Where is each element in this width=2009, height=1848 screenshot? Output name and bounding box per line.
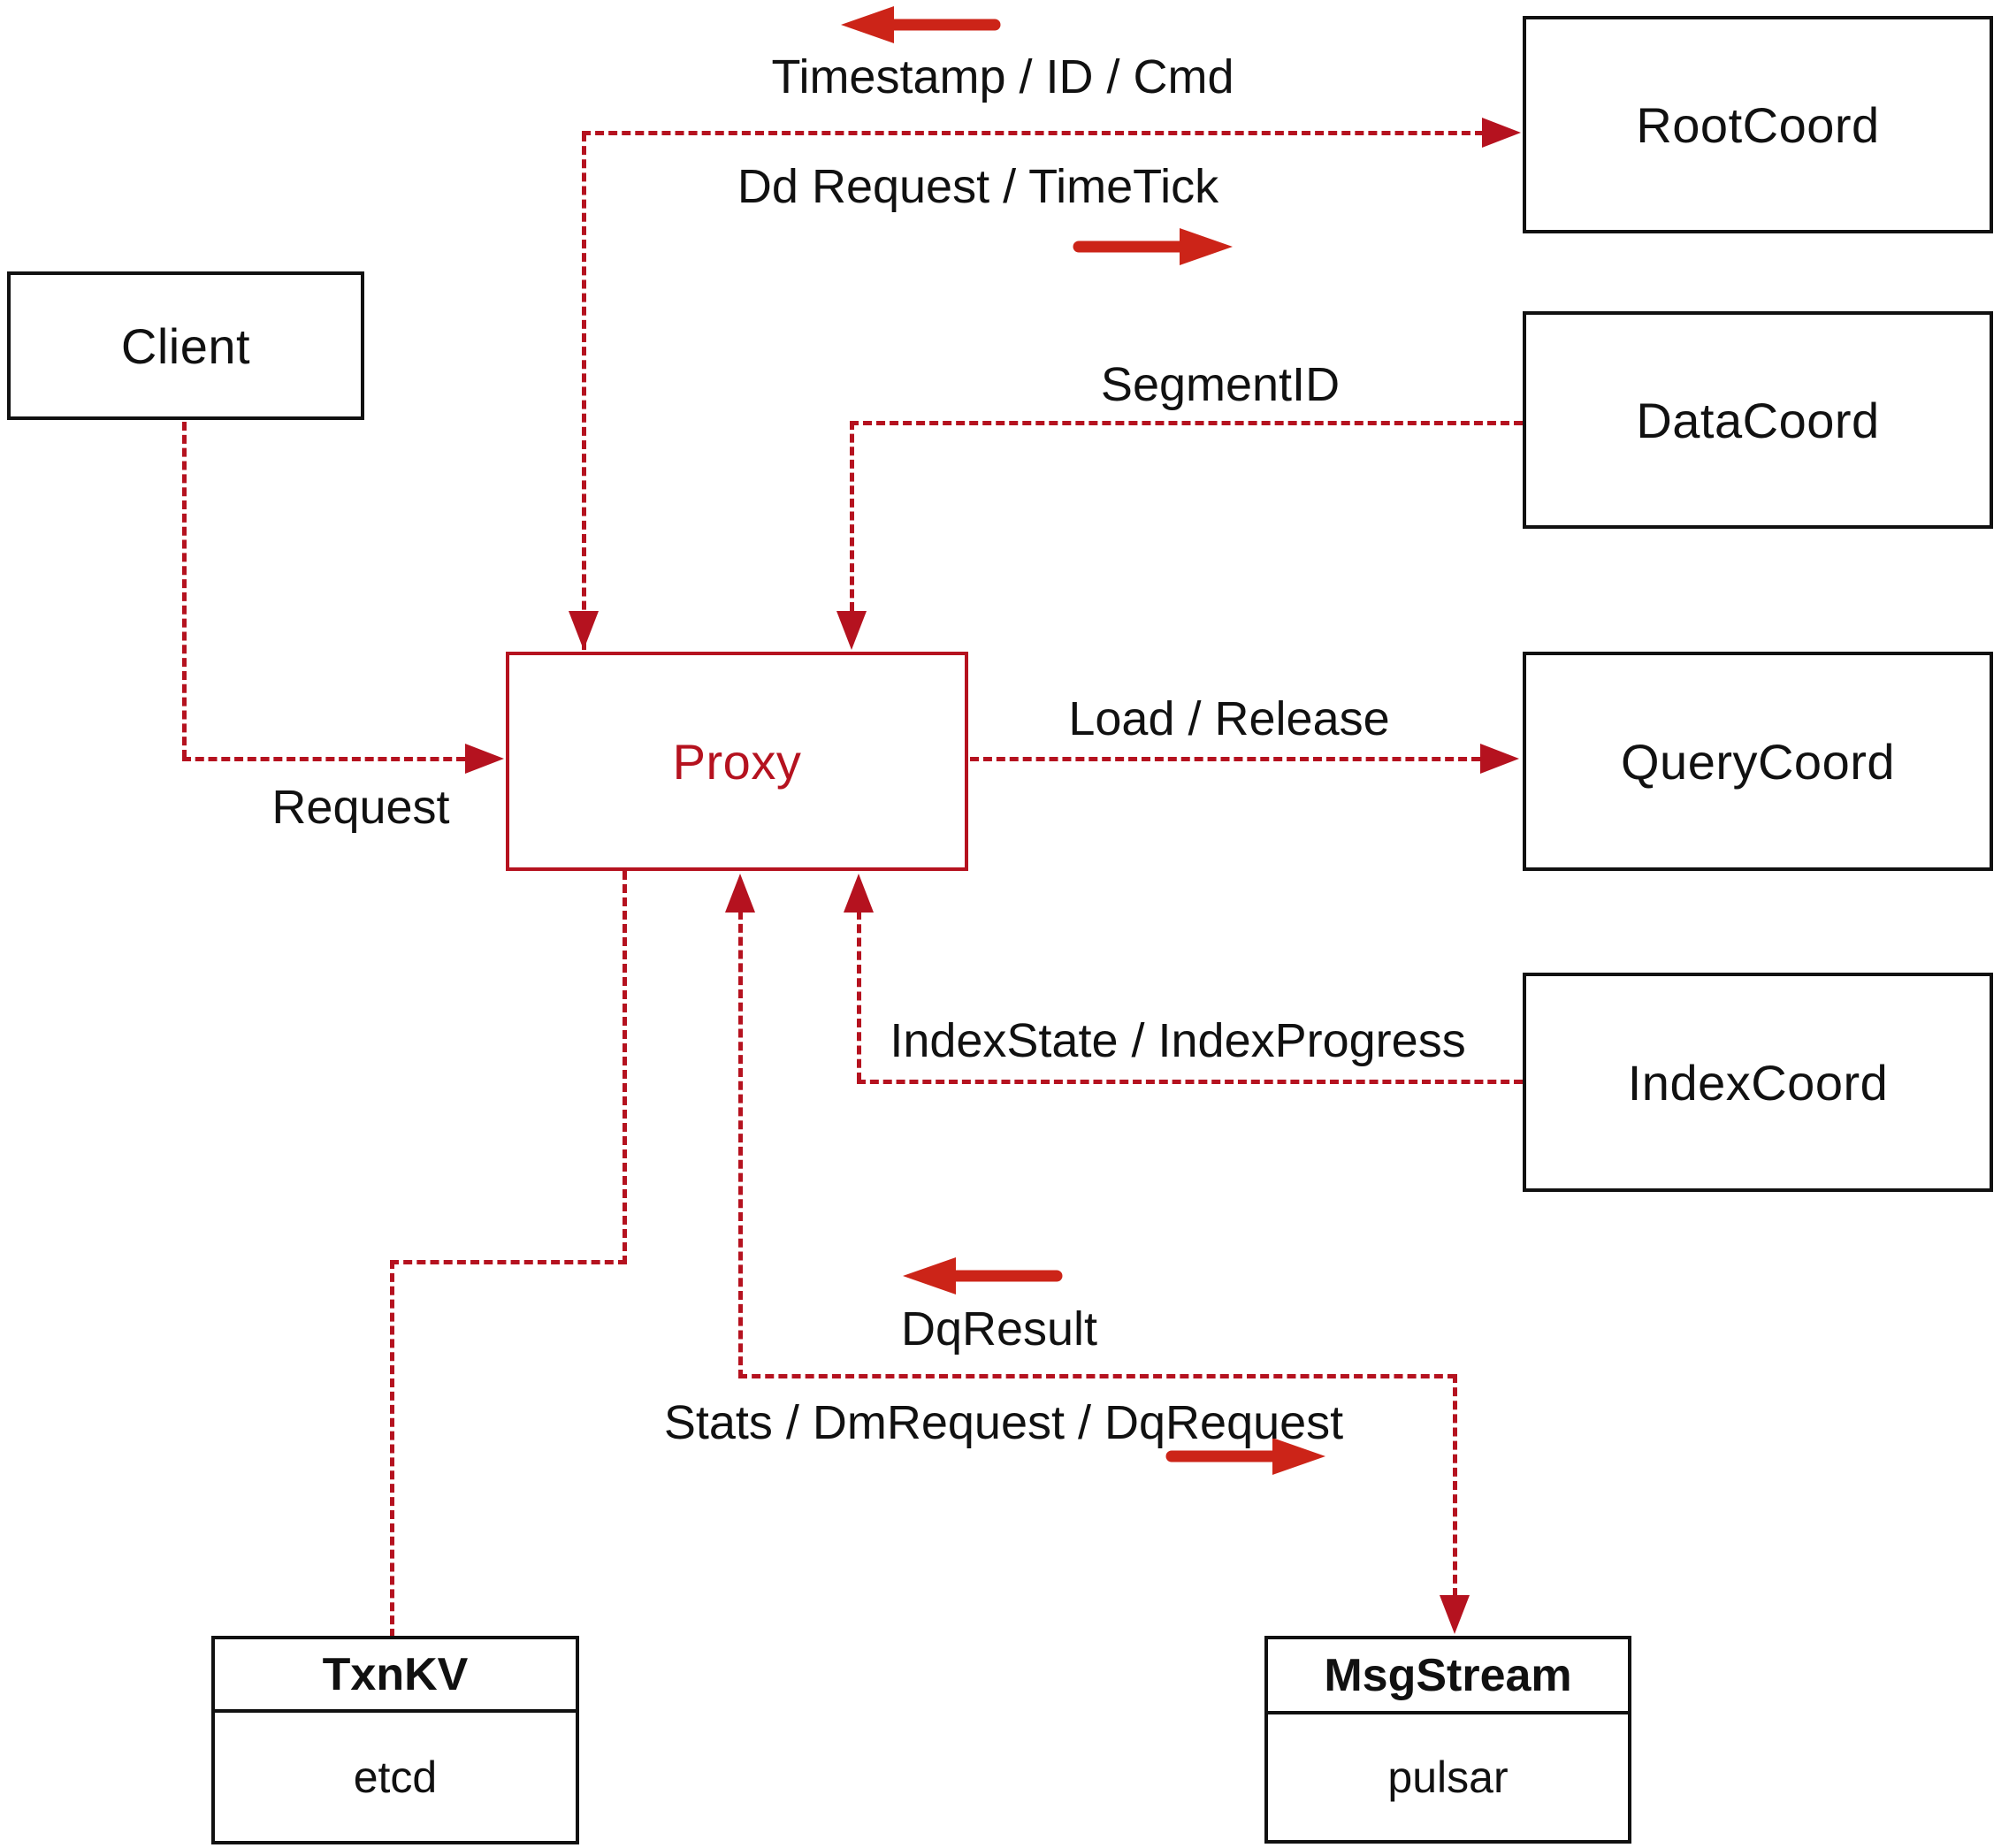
edge-proxy-msgstream-vertical-1 <box>738 911 743 1378</box>
edge-proxy-querycoord <box>970 757 1480 761</box>
edge-indexcoord-proxy-vertical <box>857 911 861 1081</box>
edge-datacoord-proxy-horizontal <box>850 421 1523 425</box>
edge-proxy-rootcoord-vertical <box>582 133 586 650</box>
proxy-node-label: Proxy <box>672 733 802 790</box>
arrowhead-into-msgstream <box>1440 1595 1470 1634</box>
arrowhead-into-proxy-bottom-left <box>725 874 755 913</box>
proxy-node: Proxy <box>506 652 968 871</box>
datacoord-node-label: DataCoord <box>1636 392 1880 448</box>
edge-proxy-txnkv-horizontal <box>390 1260 627 1264</box>
edge-label-request: Request <box>271 781 450 834</box>
edge-label-segment-id: SegmentID <box>1100 358 1341 411</box>
client-node: Client <box>7 271 364 420</box>
txnkv-store-impl: etcd <box>215 1713 576 1841</box>
rootcoord-node: RootCoord <box>1523 16 1993 233</box>
edge-proxy-rootcoord-horizontal <box>582 131 1484 135</box>
txnkv-title-text: TxnKV <box>322 1648 469 1700</box>
flow-arrow-ddrequest-right-icon <box>1073 228 1233 265</box>
edge-label-stats-dm-dq: Stats / DmRequest / DqRequest <box>663 1396 1344 1449</box>
indexcoord-node-label: IndexCoord <box>1627 1054 1889 1111</box>
edge-proxy-txnkv-vertical-1 <box>623 871 627 1264</box>
arrowhead-into-proxy-top-right <box>836 611 867 650</box>
datacoord-node: DataCoord <box>1523 311 1993 529</box>
txnkv-store-title: TxnKV <box>215 1639 576 1713</box>
msgstream-store: MsgStream pulsar <box>1264 1636 1631 1844</box>
arrowhead-into-proxy-top-left <box>569 611 599 650</box>
rootcoord-node-label: RootCoord <box>1636 96 1880 153</box>
edge-proxy-txnkv-vertical-2 <box>390 1260 394 1638</box>
edge-label-load-release: Load / Release <box>1068 692 1390 745</box>
edge-proxy-msgstream-vertical-2 <box>1453 1374 1457 1597</box>
client-node-label: Client <box>120 317 251 374</box>
edge-datacoord-proxy-vertical <box>850 421 854 611</box>
arrowhead-into-querycoord <box>1480 744 1519 774</box>
edge-label-timestamp-id-cmd: Timestamp / ID / Cmd <box>771 50 1234 103</box>
edge-label-dq-result: DqResult <box>900 1302 1098 1355</box>
arrowhead-into-rootcoord <box>1482 118 1521 148</box>
arrowhead-into-proxy-left <box>465 744 504 774</box>
msgstream-store-impl: pulsar <box>1268 1714 1628 1840</box>
flow-arrow-timestamp-left-icon <box>841 6 1001 43</box>
arrowhead-into-proxy-bottom-right <box>844 874 874 913</box>
msgstream-impl-text: pulsar <box>1387 1753 1509 1802</box>
edge-proxy-msgstream-horizontal <box>738 1374 1456 1378</box>
querycoord-node: QueryCoord <box>1523 652 1993 871</box>
edge-client-proxy-horizontal <box>182 757 465 761</box>
querycoord-node-label: QueryCoord <box>1620 733 1896 790</box>
edge-label-index-state-progress: IndexState / IndexProgress <box>890 1014 1466 1067</box>
indexcoord-node: IndexCoord <box>1523 973 1993 1192</box>
msgstream-title-text: MsgStream <box>1324 1649 1572 1701</box>
flow-arrow-dqresult-left-icon <box>903 1257 1063 1294</box>
flow-arrow-stats-right-icon <box>1165 1438 1325 1475</box>
txnkv-store: TxnKV etcd <box>211 1636 579 1844</box>
msgstream-store-title: MsgStream <box>1268 1639 1628 1714</box>
edge-indexcoord-proxy-horizontal <box>857 1080 1523 1084</box>
edge-label-dd-request-timetick: Dd Request / TimeTick <box>737 160 1219 213</box>
edge-client-proxy-vertical <box>182 422 187 759</box>
txnkv-impl-text: etcd <box>353 1752 438 1802</box>
